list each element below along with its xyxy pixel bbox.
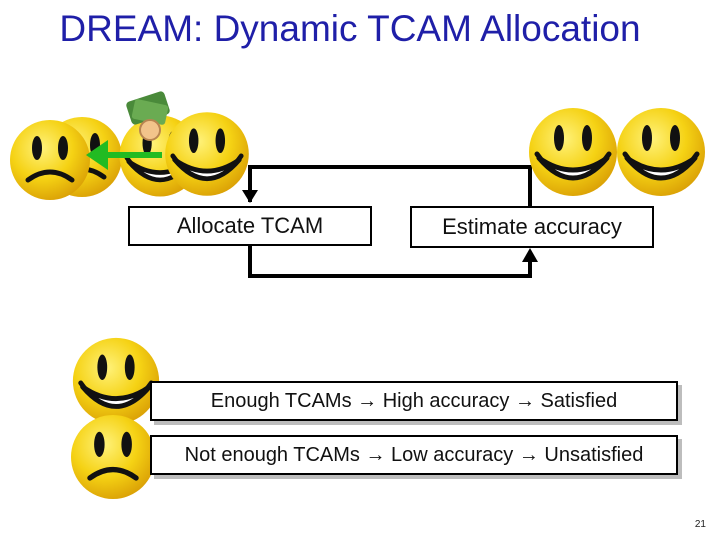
unsatisfied-legend-text: Not enough TCAMs → Low accuracy → Unsati… [184, 443, 644, 466]
allocate-tcam-label: Allocate TCAM [176, 213, 324, 238]
green-arrow-icon [86, 140, 162, 170]
slide-title: DREAM: Dynamic TCAM Allocation [59, 8, 641, 49]
money-hand-icon [126, 91, 170, 141]
happy-face-icon [73, 338, 159, 424]
estimate-accuracy-label: Estimate accuracy [442, 214, 622, 239]
sad-face-icon [71, 415, 155, 499]
estimate-accuracy-box: Estimate accuracy [410, 206, 654, 248]
satisfied-legend-text: Enough TCAMs → High accuracy → Satisfied [210, 389, 618, 412]
happy-face-icon [529, 108, 705, 196]
allocate-tcam-box: Allocate TCAM [128, 206, 372, 246]
unsatisfied-legend-box: Not enough TCAMs → Low accuracy → Unsati… [150, 435, 678, 475]
page-number: 21 [694, 519, 706, 530]
satisfied-legend-box: Enough TCAMs → High accuracy → Satisfied [150, 381, 678, 421]
